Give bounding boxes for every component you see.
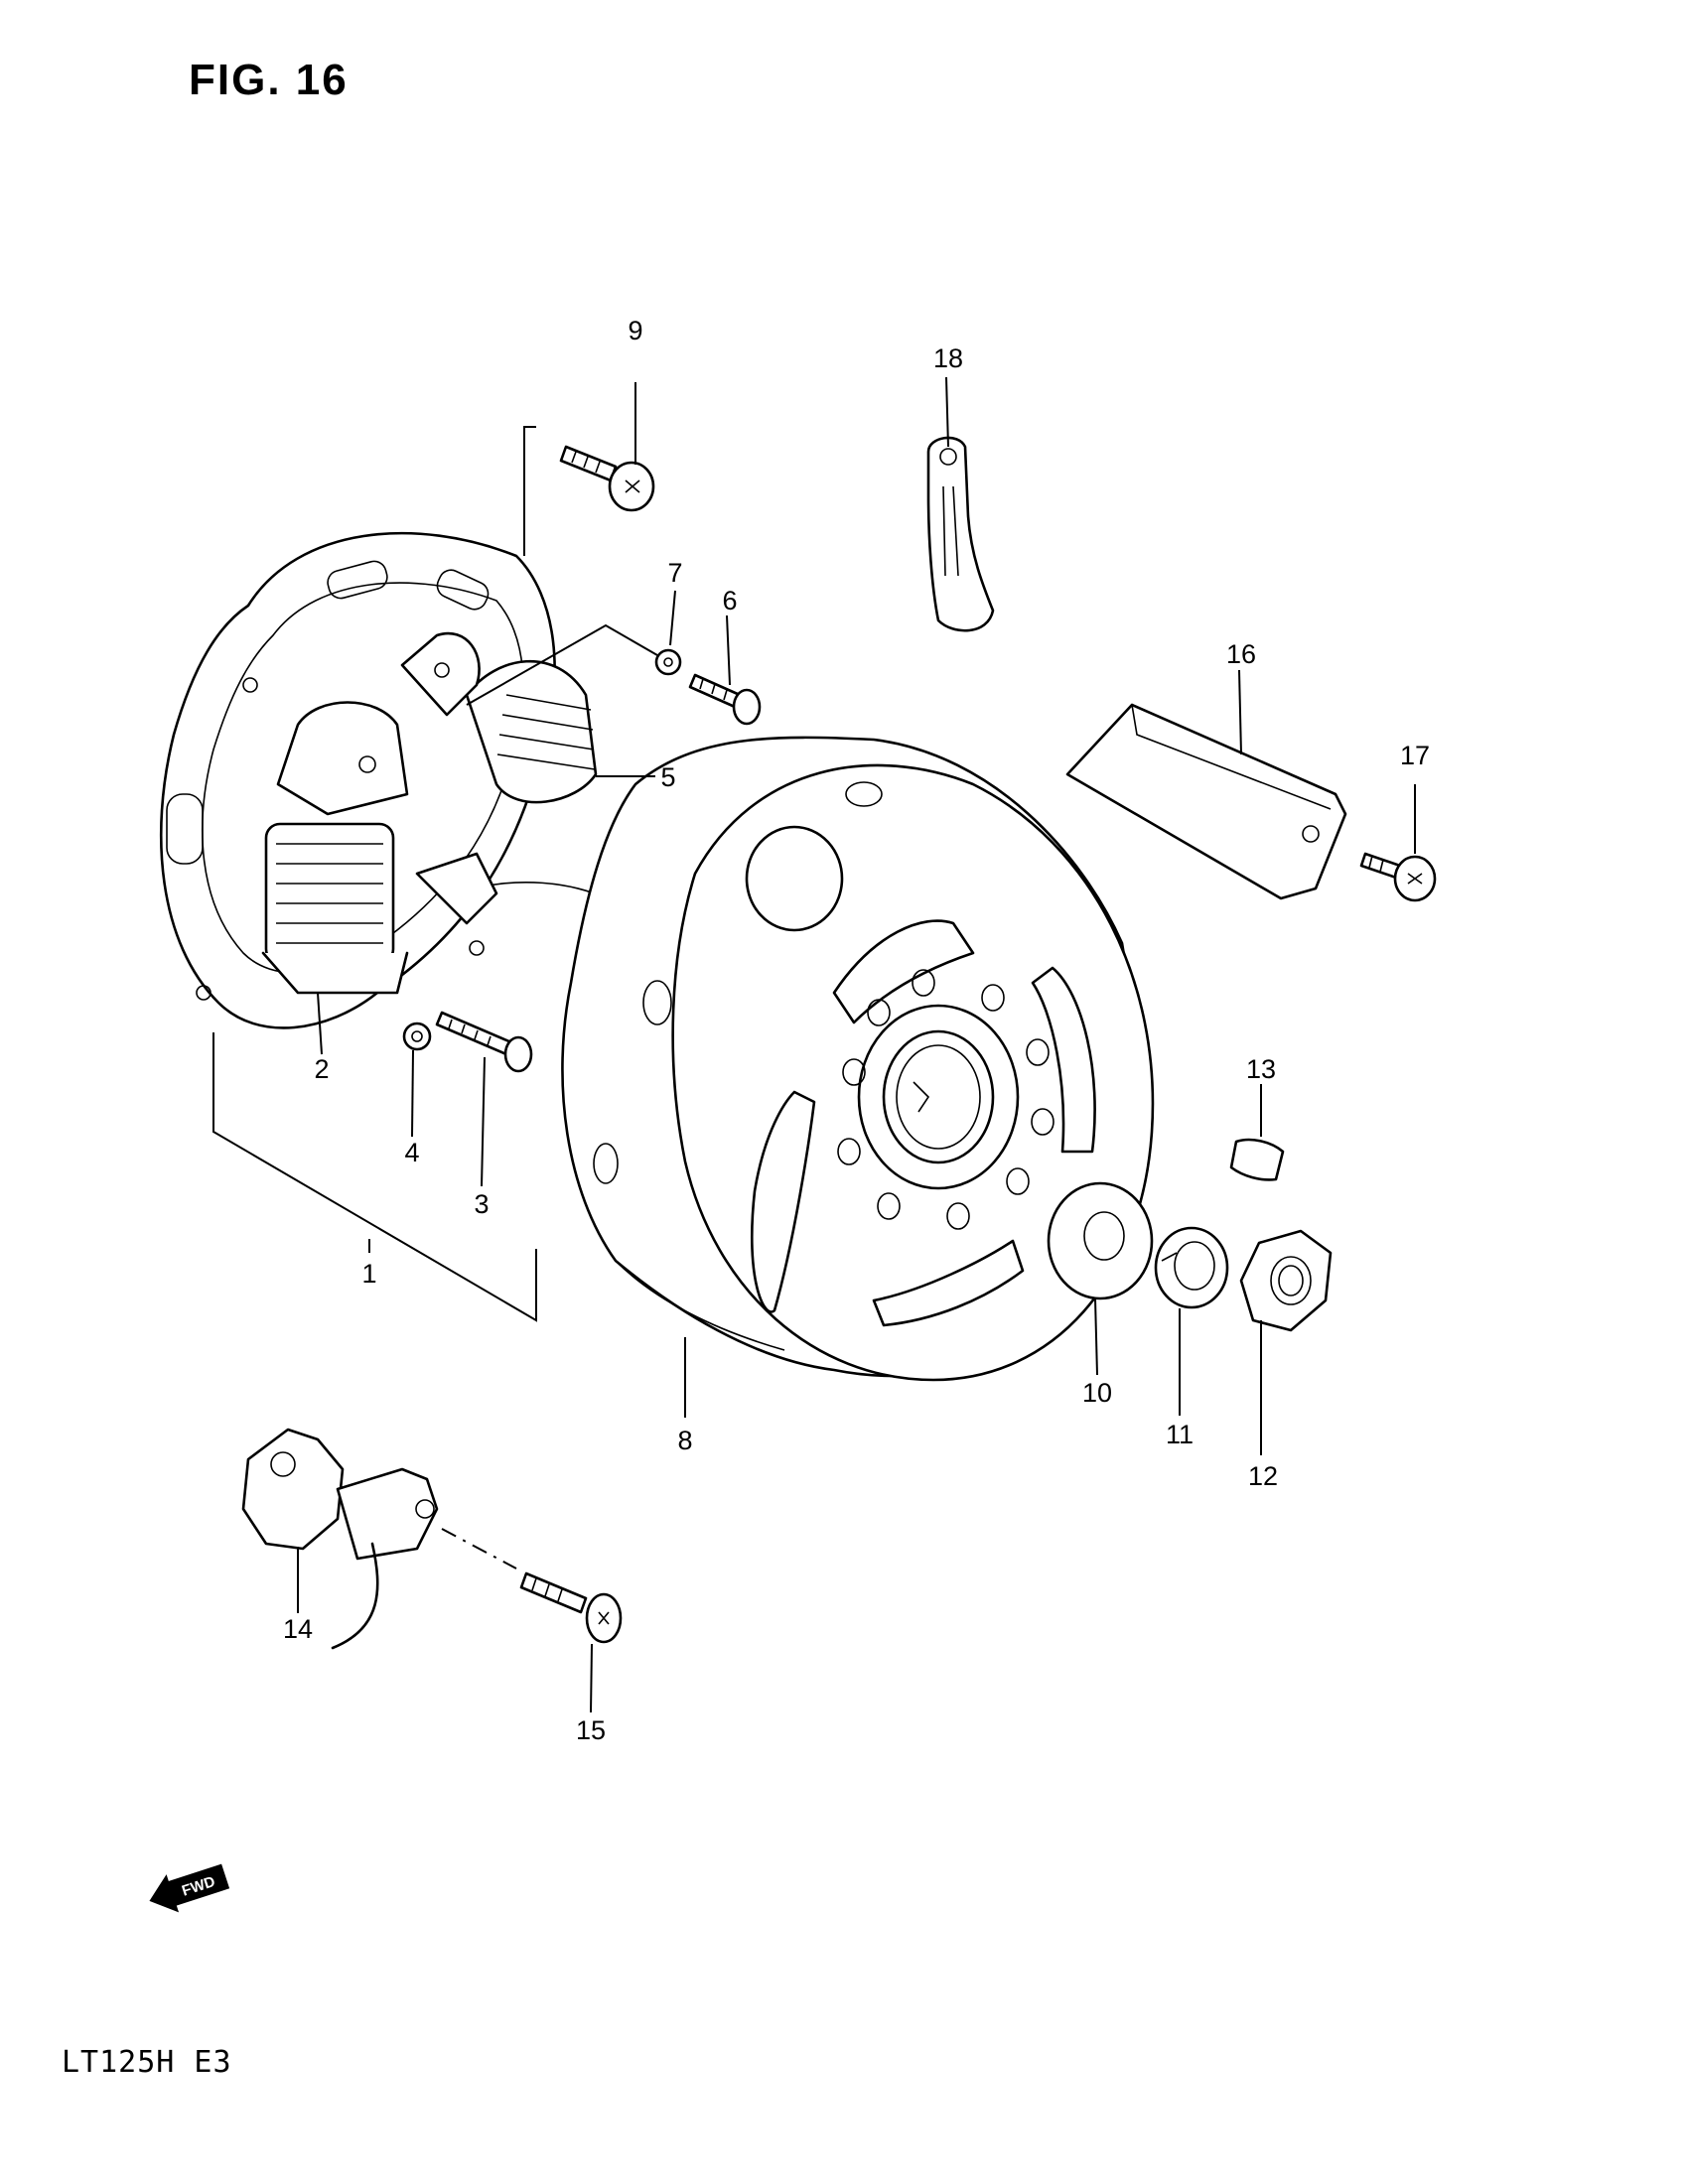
assembly-axis-line: [441, 1528, 517, 1570]
callout-11: 11: [1166, 1420, 1194, 1449]
callout-13: 13: [1246, 1054, 1276, 1084]
figure-title: FIG. 16: [189, 56, 349, 104]
callout-6: 6: [722, 586, 737, 615]
flywheel-rotor: [561, 736, 1155, 1382]
clamp-18: [926, 436, 995, 632]
callout-17: 17: [1400, 741, 1430, 770]
stator-screw-3: [435, 1011, 533, 1073]
callout-1: 1: [361, 1259, 376, 1289]
callout-8: 8: [677, 1426, 692, 1455]
screw-6: [688, 673, 762, 726]
screw-9: [559, 445, 655, 512]
callout-4: 4: [404, 1138, 419, 1167]
leader-lines: [212, 376, 1416, 1713]
washer-7: [654, 648, 682, 676]
callout-9: 9: [628, 316, 642, 345]
fwd-arrow-icon: [149, 1863, 230, 1913]
callout-2: 2: [314, 1054, 329, 1084]
callout-10: 10: [1082, 1378, 1112, 1408]
nut-12: [1239, 1229, 1333, 1332]
callout-12: 12: [1248, 1461, 1278, 1491]
callout-14: 14: [283, 1614, 313, 1644]
callout-15: 15: [576, 1715, 606, 1745]
screw-17: [1359, 852, 1437, 902]
screw-15: [519, 1571, 623, 1644]
stator-washer-4: [402, 1022, 432, 1051]
lighting-coil: [400, 631, 598, 925]
callout-labels: 1 2 3 4 5 6 7 8 9 10 11 12 13 14 15 16 1…: [283, 316, 1430, 1745]
washer-10: [1047, 1181, 1154, 1300]
callout-18: 18: [933, 343, 963, 373]
cover-16: [1065, 703, 1347, 900]
fwd-direction-badge: FWD: [149, 1863, 230, 1913]
lock-washer-11: [1154, 1226, 1229, 1309]
pickup-coil-14: [241, 1428, 439, 1650]
key-13: [1229, 1138, 1285, 1181]
model-code: LT125H E3: [62, 2045, 232, 2080]
callout-7: 7: [667, 558, 682, 588]
callout-16: 16: [1226, 639, 1256, 669]
charging-coil: [261, 701, 409, 995]
callout-3: 3: [474, 1189, 489, 1219]
callout-5: 5: [660, 762, 675, 792]
